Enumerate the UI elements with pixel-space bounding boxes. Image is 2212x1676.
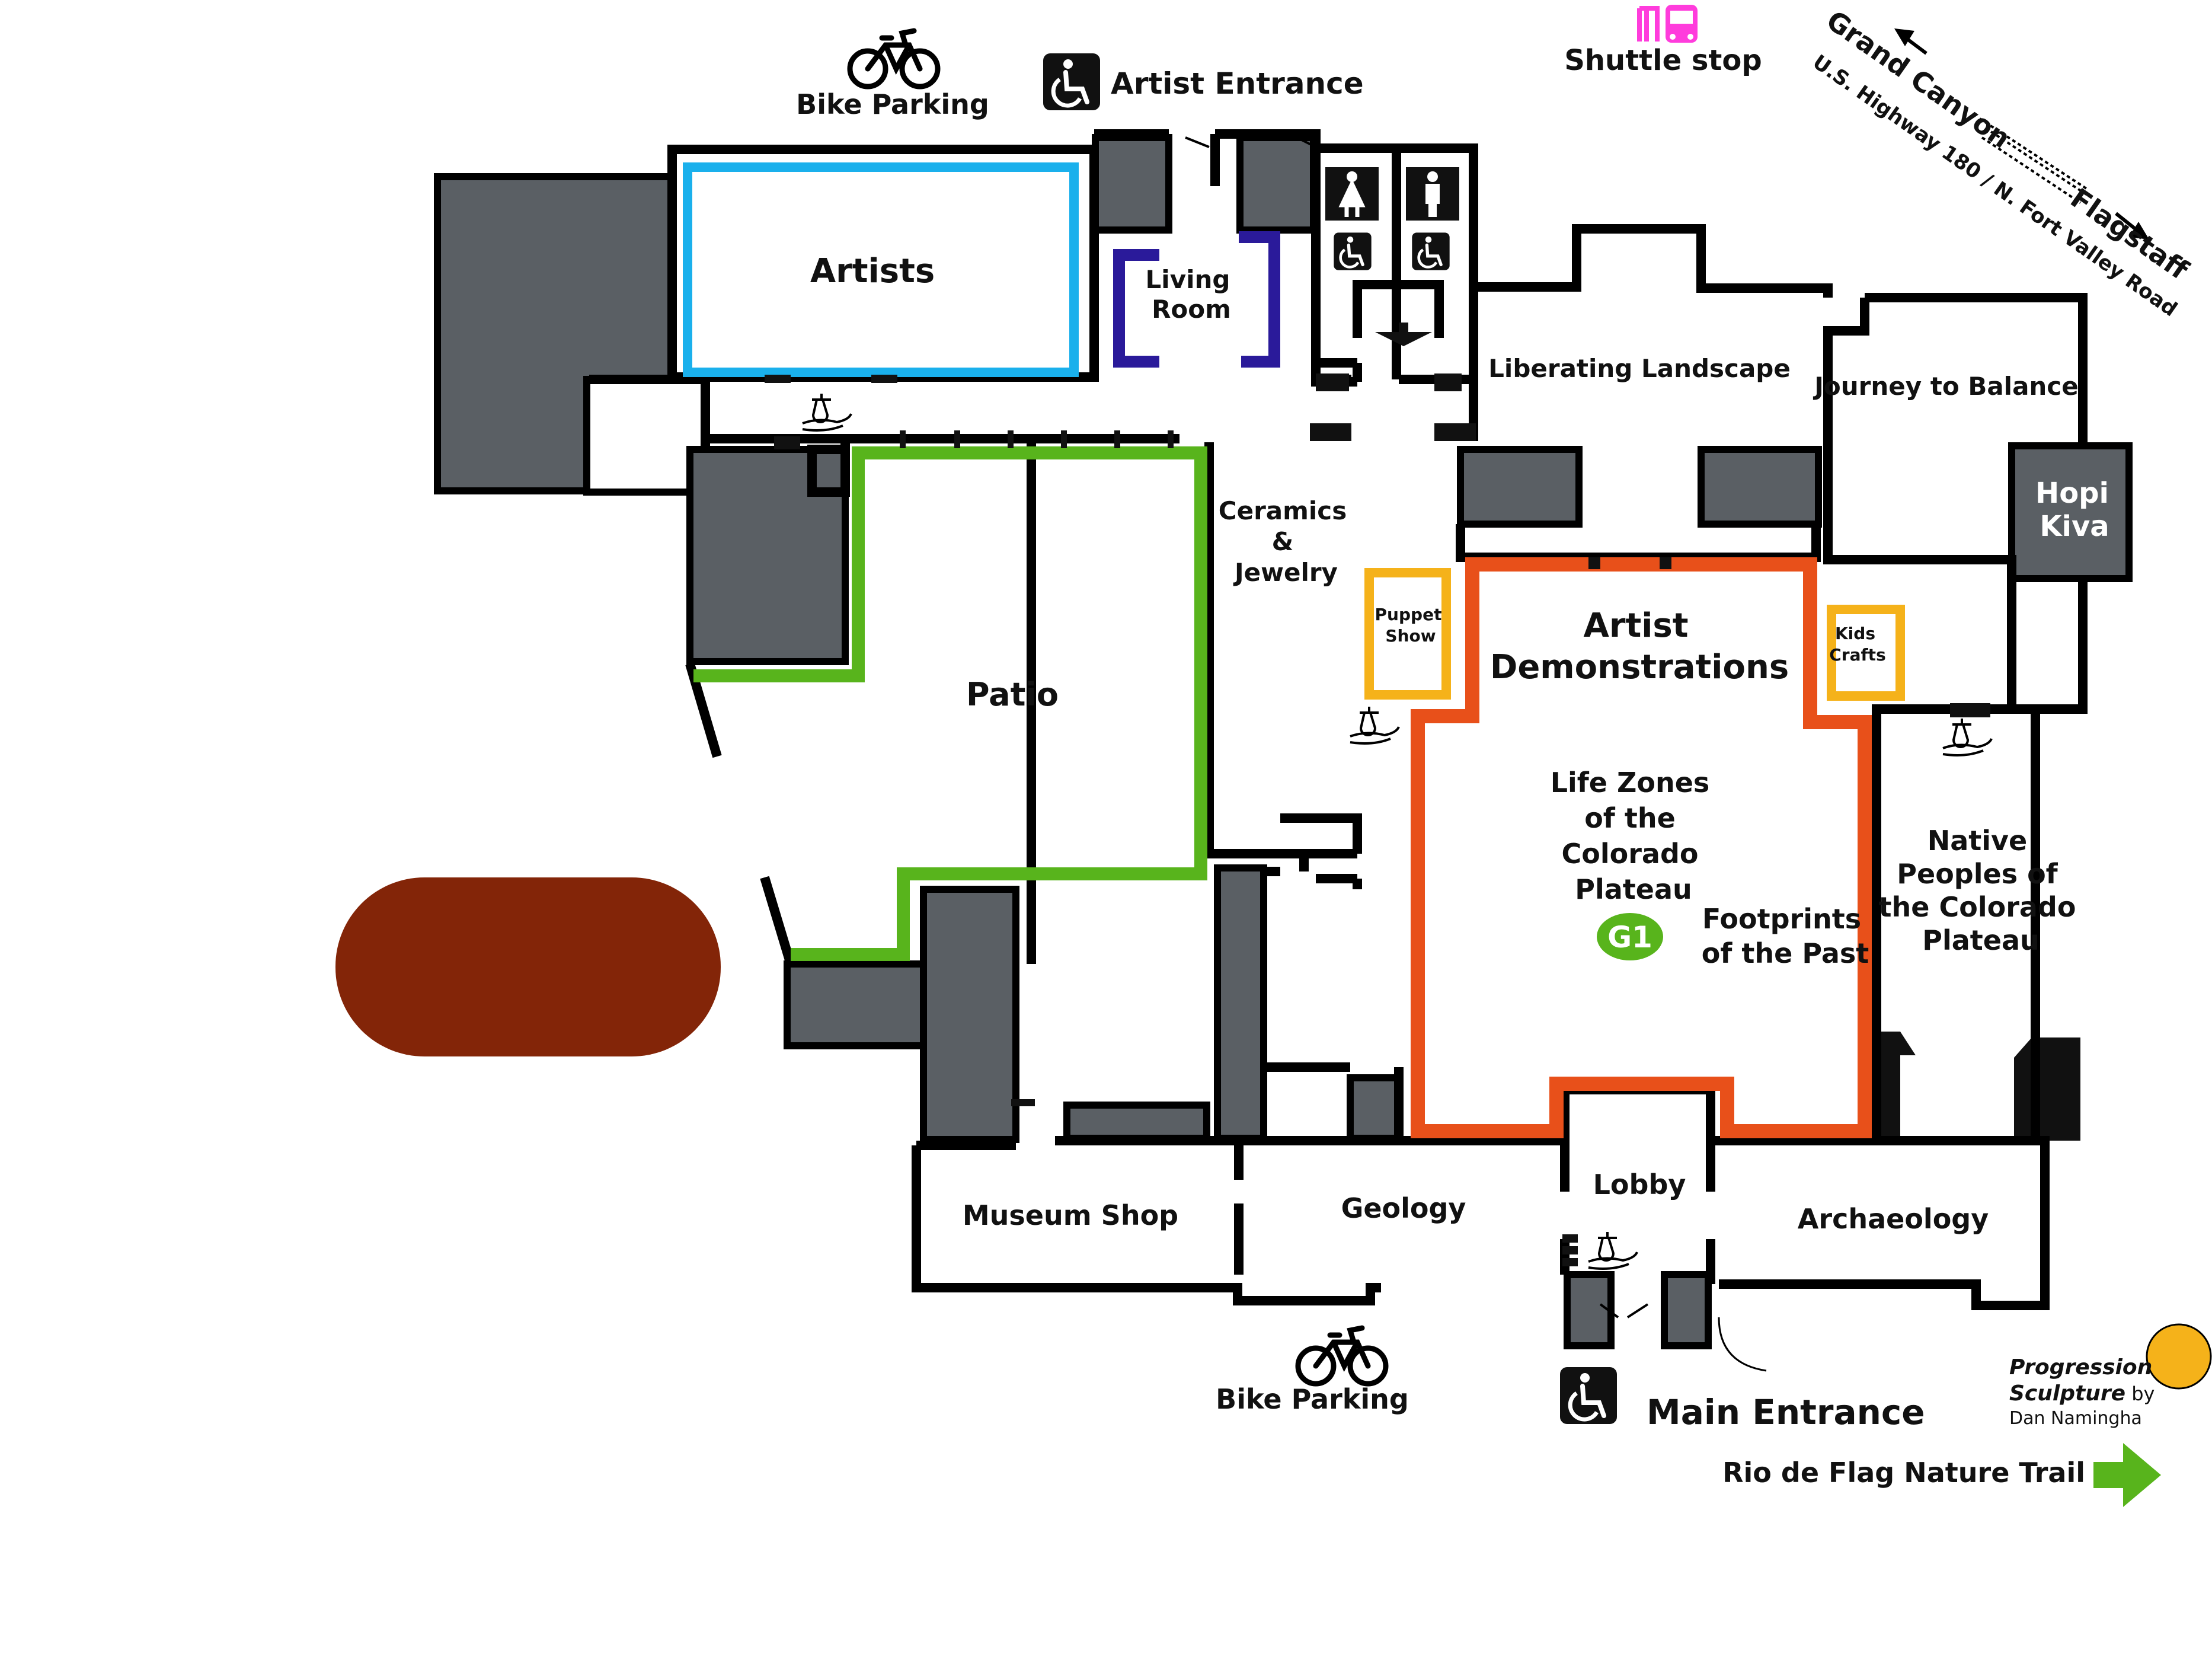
amphitheater-area [335,877,721,1056]
hand-sanitizer-icon [1587,1231,1638,1270]
main-entrance-label[interactable]: Main Entrance [1647,1392,1925,1432]
native-peoples-label: Peoples of [1897,858,2058,890]
gallery-badge: G1 [1597,913,1663,960]
direction-arrow-icon [1894,28,1914,46]
living-room-label: Living [1146,265,1230,294]
direction-arrow-icon[interactable] [2093,1443,2161,1507]
storage-block-patio [686,446,849,665]
wheelchair-icon [1334,232,1371,270]
journey-to-balance-label: Journey to Balance [1813,372,2078,401]
bicycle-icon [850,31,938,87]
road-direction-sign: Grand Canyon U.S. Highway 180 / N. Fort … [1808,4,2195,321]
hand-sanitizer-icon [1349,705,1400,745]
progression-sculpture-title: Sculpture [2009,1381,2125,1406]
wheelchair-icon [1412,232,1449,270]
storage-block-small [1347,1074,1402,1142]
hand-sanitizer-icon [801,392,852,432]
storage-block-west [434,173,676,494]
museum-shop-label: Museum Shop [963,1199,1178,1231]
footprints-label: of the Past [1702,937,1869,969]
puppet-show-room [1364,568,1451,700]
shuttle-stop-label: Shuttle stop [1564,44,1762,77]
puppet-show-label: Puppet [1375,605,1442,624]
life-zones-label: Plateau [1575,873,1692,905]
kids-crafts-room [1827,605,1905,701]
nature-trail-label[interactable]: Rio de Flag Nature Trail [1722,1457,2085,1489]
life-zones-label: of the [1584,802,1676,834]
ceramics-jewelry-label: Ceramics [1219,496,1347,525]
progression-sculpture-label: Sculpture by [2009,1381,2155,1406]
progression-sculpture-artist: Dan Namingha [2009,1408,2142,1429]
liberating-landscape-label: Liberating Landscape [1488,354,1791,383]
storage-block-west-notch [583,376,709,496]
lobby-label: Lobby [1593,1169,1686,1201]
life-zones-label: Colorado [1562,838,1699,870]
highway-label: U.S. Highway 180 / N. Fort Valley Road [1808,50,2182,322]
lobby-walls [1560,1085,1715,1141]
storage-block-south [920,886,1019,1143]
artist-demonstrations-label: Artist [1583,606,1688,645]
hopi-kiva-label: Hopi [2035,477,2109,510]
kids-crafts-label: Kids [1835,624,1875,643]
hand-sanitizer-icon [1942,717,1993,756]
native-peoples-label: Plateau [1922,924,2040,956]
ceramics-jewelry-label: & [1272,527,1294,556]
native-peoples-label: Native [1927,825,2027,857]
storage-block-landscape-right [1698,446,1822,528]
sculpture-marker [2146,1323,2212,1390]
life-zones-label: Life Zones [1551,767,1710,799]
black-block-native-right [2014,1037,2080,1141]
native-peoples-label: the Colorado [1879,891,2076,923]
geology-label: Geology [1341,1192,1466,1224]
artists-room [683,162,1079,377]
direction-arrow-icon [2129,222,2149,240]
west-corridor-walls [589,375,710,439]
archaeology-label: Archaeology [1798,1203,1989,1235]
footprints-label: Footprints [1702,903,1861,935]
wheelchair-icon [1560,1367,1617,1424]
artists-label: Artists [810,252,935,290]
door-swings [1185,134,1649,1319]
progression-sculpture-by: by [2125,1383,2155,1405]
wheelchair-icon [1043,53,1100,110]
living-room-label: Room [1152,295,1231,324]
artist-entrance-label[interactable]: Artist Entrance [1111,66,1364,101]
kids-crafts-label: Crafts [1829,645,1885,665]
storage-block-entry-left [1564,1271,1615,1349]
artist-demonstrations-room [1411,557,1872,1138]
storage-block-entrance-right [1236,134,1317,234]
progression-sculpture-label: Progression [2009,1355,2152,1380]
women-restroom-icon [1325,167,1379,221]
hopi-kiva-room [2008,442,2133,582]
men-restroom-icon [1406,167,1459,221]
restroom-door-arrow [1375,323,1432,346]
hopi-kiva-label: Kiva [2040,510,2109,543]
svg-text:G1: G1 [1607,920,1652,954]
patio-label: Patio [966,676,1059,713]
bike-parking-top-label: Bike Parking [796,88,989,120]
storage-block-landscape-left [1457,446,1583,528]
door-swing-main [1718,1317,1767,1372]
shuttle-bus-icon [1637,5,1698,43]
puppet-show-label: Show [1385,626,1436,646]
bicycle-icon [1298,1328,1386,1384]
ceramics-jewelry-label: Jewelry [1233,558,1338,587]
black-block-native-left [1874,1032,1916,1138]
storage-block-shop [1063,1102,1210,1142]
patio-boundary [693,446,1207,961]
bike-parking-bottom-label: Bike Parking [1216,1383,1409,1415]
storage-block-entrance-left [1092,134,1172,234]
storage-block-entry-right [1661,1271,1712,1349]
living-room [1113,231,1280,368]
storage-block-corridor [1214,864,1267,1142]
wall-ticks [765,373,1990,1266]
artist-demonstrations-label: Demonstrations [1490,648,1789,687]
